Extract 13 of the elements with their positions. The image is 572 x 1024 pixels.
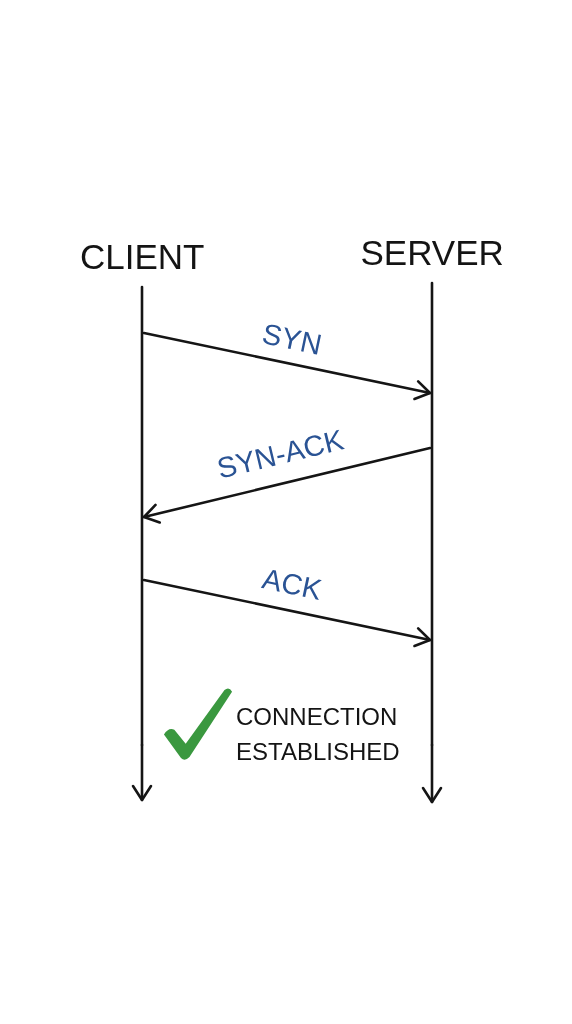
arrow [421, 743, 443, 804]
participant-label: CLIENT [80, 238, 205, 277]
edge-label: ACK [259, 562, 325, 607]
status-note: CONNECTION ESTABLISHED [236, 702, 401, 767]
edge-label: SYN [259, 317, 325, 362]
arrow [142, 578, 432, 648]
participant-label: SERVER [360, 234, 504, 273]
arrow [142, 331, 432, 401]
edge-label: SYN-ACK [214, 424, 347, 486]
arrow [131, 743, 153, 802]
lifeline [140, 287, 144, 745]
arrow [142, 446, 432, 524]
lifeline [430, 283, 434, 745]
